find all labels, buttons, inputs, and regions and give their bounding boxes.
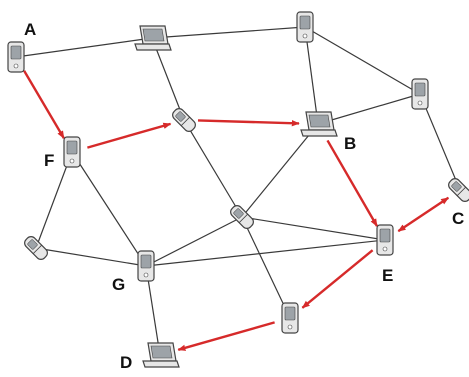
link-p2-c bbox=[419, 93, 461, 191]
flip-phone-icon bbox=[24, 236, 48, 260]
node-label-f: F bbox=[44, 151, 54, 170]
route-arrow-p3-d bbox=[177, 321, 275, 351]
route-arrow-e-c bbox=[397, 196, 450, 233]
phone-icon bbox=[7, 41, 25, 73]
link-m1-m2 bbox=[183, 119, 243, 218]
route-arrow-b-e bbox=[326, 139, 379, 227]
link-f-g bbox=[71, 151, 147, 267]
link-m2-e bbox=[241, 216, 386, 241]
link-p1-b bbox=[304, 26, 319, 125]
link-l1-m1 bbox=[151, 37, 185, 121]
link-m3-g bbox=[35, 247, 147, 267]
node-label-c: C bbox=[452, 209, 464, 228]
route-layer bbox=[23, 70, 450, 351]
phone-icon bbox=[376, 224, 394, 256]
node-label-e: E bbox=[382, 266, 393, 285]
phone-icon bbox=[281, 302, 299, 334]
link-l1-p1 bbox=[151, 26, 306, 39]
link-m2-g bbox=[145, 216, 243, 267]
links-layer bbox=[15, 26, 461, 356]
route-arrow-e-p3 bbox=[301, 249, 374, 309]
phone-icon bbox=[137, 250, 155, 282]
phone-icon bbox=[296, 11, 314, 43]
link-a-l1 bbox=[15, 37, 153, 58]
laptop-icon bbox=[134, 25, 172, 51]
phone-icon bbox=[411, 78, 429, 110]
phone-icon bbox=[63, 136, 81, 168]
laptop-icon bbox=[300, 111, 338, 137]
flip-phone-icon bbox=[172, 108, 196, 132]
link-f-m3 bbox=[35, 151, 73, 249]
link-p1-p2 bbox=[304, 26, 421, 95]
laptop-icon bbox=[142, 342, 180, 368]
node-label-d: D bbox=[120, 353, 132, 372]
flip-phone-icon bbox=[230, 205, 254, 229]
node-label-a: A bbox=[24, 20, 36, 39]
route-arrow-f-m1 bbox=[87, 122, 172, 149]
route-arrow-m1-b bbox=[197, 119, 300, 127]
link-b-m2 bbox=[241, 123, 319, 218]
link-g-e bbox=[145, 239, 386, 267]
nodes-layer bbox=[7, 11, 469, 368]
link-m2-p3 bbox=[241, 216, 291, 319]
flip-phone-icon bbox=[448, 178, 469, 202]
node-label-b: B bbox=[344, 134, 356, 153]
route-arrow-a-f bbox=[23, 70, 65, 139]
link-b-p2 bbox=[317, 93, 421, 125]
node-label-g: G bbox=[112, 275, 125, 294]
